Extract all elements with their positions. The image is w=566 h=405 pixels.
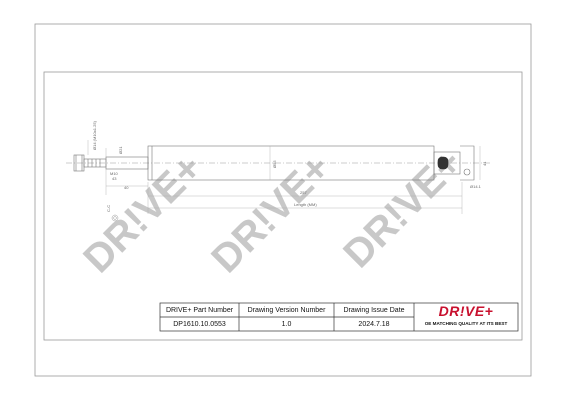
dim-body-dia: Ø55 (272, 160, 277, 168)
shock-absorber (66, 140, 490, 214)
header-part-number: DRIVE+ Part Number (165, 307, 234, 314)
section-sketch (111, 214, 119, 222)
dim-total-len: Length (MM) (294, 202, 317, 207)
value-part-number: DP1610.10.0553 (173, 321, 226, 328)
dim-stroke: 40 (124, 185, 129, 190)
watermark-1: DR!VE+ (75, 146, 211, 282)
bottom-mount (433, 151, 461, 175)
header-version: Drawing Version Number (247, 307, 326, 314)
brand-logo: DR!VE+ OE MATCHING QUALITY AT ITS BEST (414, 303, 518, 331)
bushing (437, 156, 449, 170)
bottom-eye (460, 145, 475, 181)
watermark-3: DR!VE+ (335, 141, 471, 277)
section-mark: C-C (106, 205, 111, 212)
dim-rod-note: 43 (112, 176, 117, 181)
outer-frame (34, 23, 532, 377)
header-issue-date: Drawing Issue Date (343, 307, 405, 314)
dim-eye-width: 41 (482, 161, 487, 166)
inner-frame (43, 71, 523, 341)
logo-tagline: OE MATCHING QUALITY AT ITS BEST (424, 321, 508, 326)
logo-wordmark: DR!VE+ (438, 303, 494, 319)
value-version: 1.0 (281, 321, 292, 328)
dim-eye-width2: Ø14.1 (470, 184, 482, 189)
dim-rod-dia: Ø14 (M10x1.25) (92, 120, 97, 150)
dim-rod-dia2: Ø21 (118, 146, 123, 154)
value-issue-date: 2024.7.18 (358, 321, 390, 328)
title-block-grid (159, 302, 519, 332)
dim-body-len: 257 (300, 190, 307, 195)
dim-rod: M10 (110, 171, 119, 176)
